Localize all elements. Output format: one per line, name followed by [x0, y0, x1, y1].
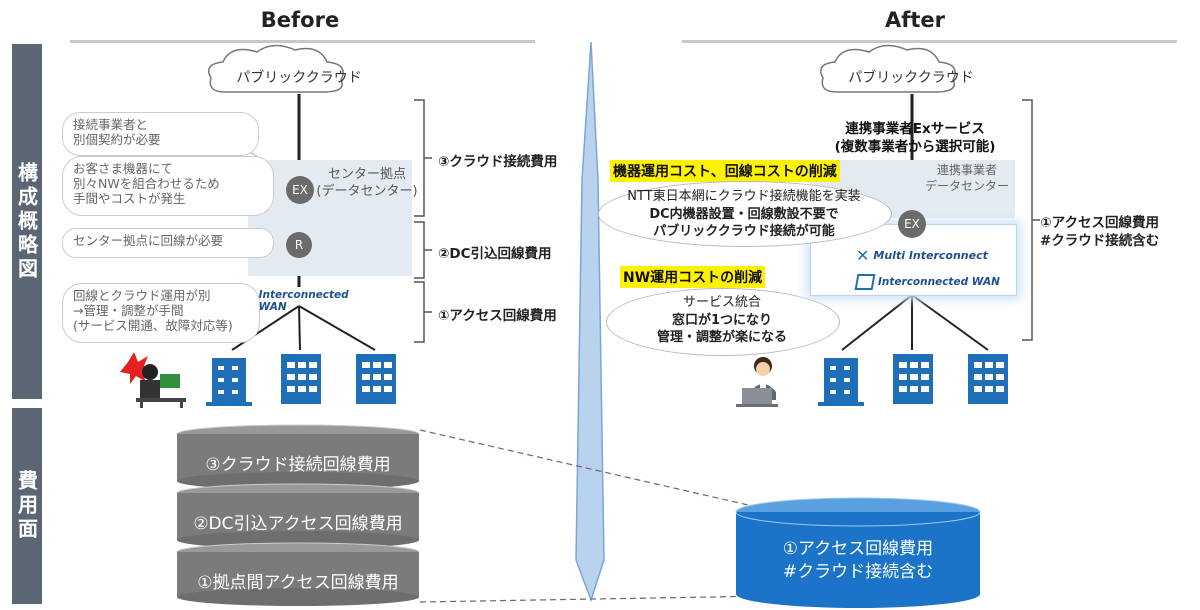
after-cloud-label: パブリッククラウド: [848, 70, 974, 86]
center-facility-label: センター拠点 (データセンター): [316, 167, 418, 199]
after-header: After: [884, 8, 946, 32]
operator-icon: [736, 357, 778, 407]
cost-access-label: ①拠点間アクセス回線費用: [197, 573, 399, 593]
after-header-line: [682, 40, 1177, 43]
bracket-cloud-cost: ③クラウド接続費用: [438, 154, 558, 170]
bracket-dc-cost: ②DC引込回線費用: [438, 246, 552, 262]
before-cloud-shape: [208, 44, 344, 93]
partner-dc-label: 連携事業者 データセンター: [924, 163, 1009, 193]
bracket-access-cost: ①アクセス回線費用: [438, 308, 557, 324]
before-ex-node: EX: [286, 176, 314, 204]
frustrated-worker-icon: [120, 352, 186, 408]
building-icon: [818, 358, 864, 406]
highlight-equipment-cost: 機器運用コスト、回線コストの削減: [610, 160, 840, 182]
after-bracket-access-cost: ①アクセス回線費用 #クラウド接続含む: [1040, 215, 1160, 249]
structure-side-label: 構成概略図: [12, 44, 42, 399]
after-ex-node: EX: [898, 210, 926, 238]
bubble-nw-line2: 窓口が1つになり 管理・調整が楽になる: [656, 313, 787, 345]
bubble-nw: [606, 288, 840, 356]
cost-dc-label: ②DC引込アクセス回線費用: [193, 514, 403, 534]
building-icon: [206, 358, 252, 406]
multi-interconnect-icon: ✕: [856, 246, 870, 265]
before-header: Before: [260, 8, 340, 32]
callout-contract: 接続事業者と 別個契約が必要: [62, 112, 259, 156]
after-cloud-shape: [820, 44, 956, 93]
wan-icon: [854, 274, 876, 290]
callout-line: センター拠点に回線が必要: [62, 228, 274, 258]
bubble-equipment: [598, 181, 892, 247]
center-facility-box: [248, 160, 412, 276]
highlight-nw-cost: NW運用コストの削減: [620, 266, 766, 288]
bubble-equipment-line2: DC内機器設置・回線敷設不要で パブリッククラウド接続が可能: [649, 207, 839, 239]
after-cost-label: ①アクセス回線費用 #クラウド接続含む: [782, 539, 934, 582]
bubble-nw-line1: サービス統合: [682, 295, 761, 310]
divider-shape: [575, 41, 605, 603]
before-wan-logo: Interconnected WAN: [236, 289, 368, 313]
callout-network: お客さま機器にて 別々NWを組合わせるため 手間やコストが発生: [62, 156, 274, 216]
partner-service-label: 連携事業者Exサービス (複数事業者から選択可能): [834, 121, 996, 155]
before-cloud-label: パブリッククラウド: [236, 70, 362, 86]
multi-interconnect-logo: ✕ Multi Interconnect: [856, 246, 988, 265]
cost-side-label: 費用面: [12, 408, 42, 604]
before-router-node: R: [286, 232, 312, 258]
after-wan-logo: Interconnected WAN: [854, 274, 1000, 290]
before-header-line: [70, 40, 535, 43]
bubble-equipment-line1: NTT東日本網にクラウド接続機能を実装: [627, 189, 861, 204]
callout-operation: 回線とクラウド運用が別 →管理・調整が手間 (サービス開通、故障対応等): [62, 283, 260, 343]
cost-cloud-label: ③クラウド接続回線費用: [205, 455, 391, 475]
